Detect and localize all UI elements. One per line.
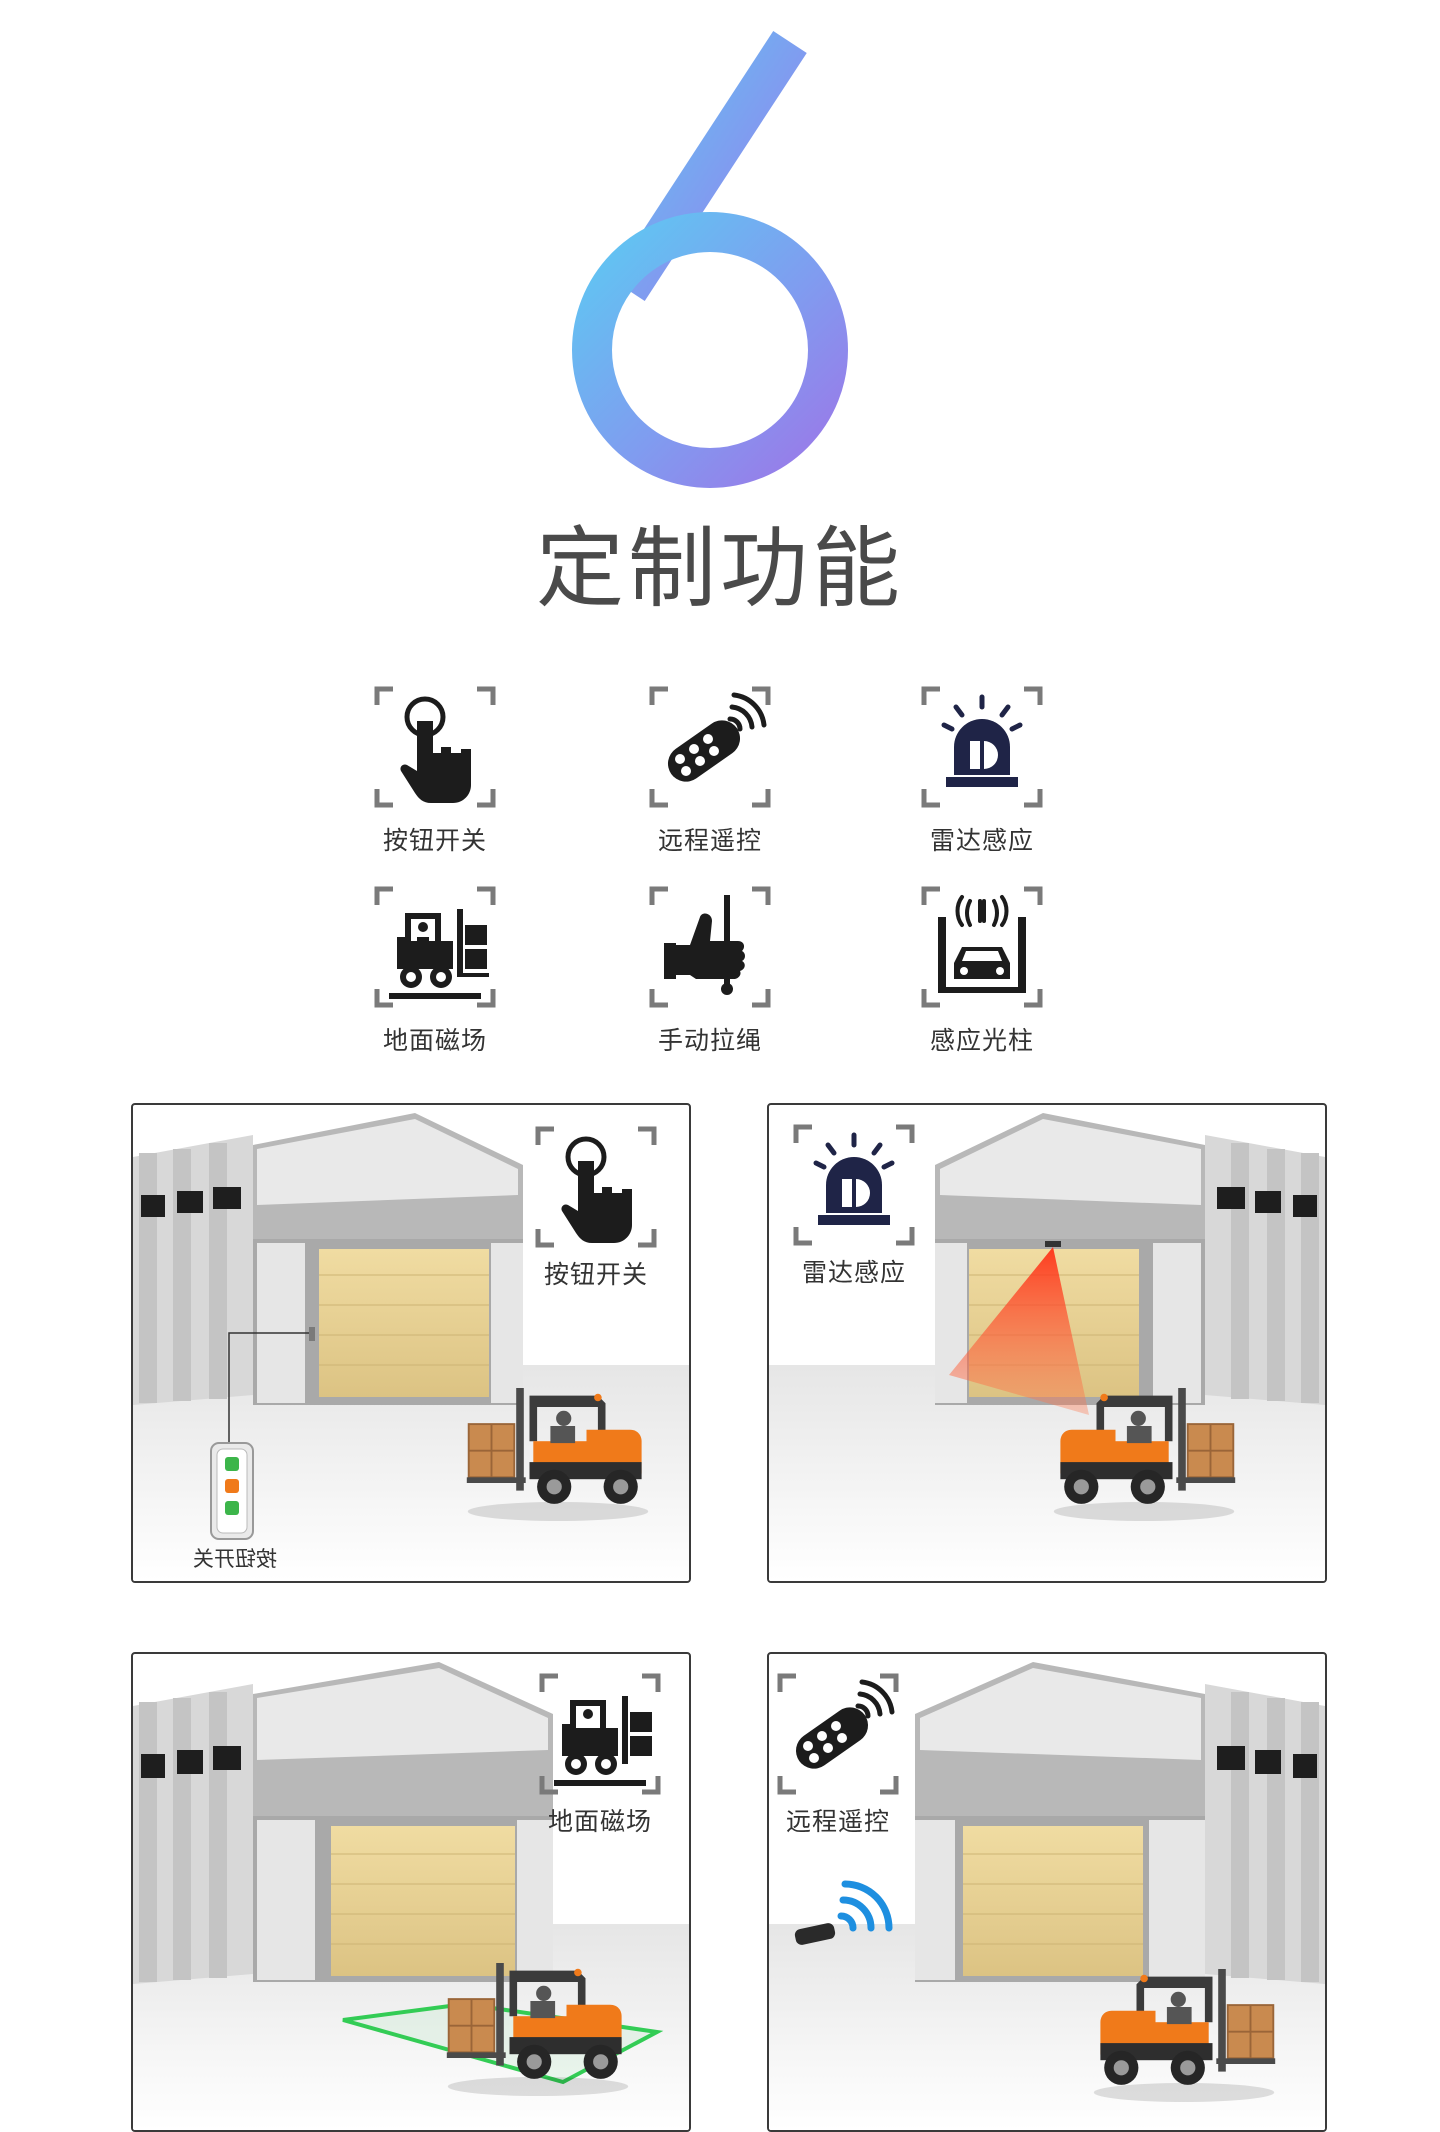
feature-floor-magnetic: 地面磁场 [335,885,535,1057]
feature-label: 地面磁场 [382,1026,487,1055]
light-curtain-car-icon [920,885,1044,1009]
feature-badge: 远程遥控 [773,1672,903,1838]
section-title: 定制功能 [535,517,904,620]
remote-control-icon [648,685,772,809]
warehouse-scene-illustration [769,1113,1325,1581]
hero-number-six: 6 [540,20,880,500]
remote-control-icon [777,1673,899,1795]
feature-label: 雷达感应 [929,826,1034,855]
feature-badge: 雷达感应 [789,1123,919,1289]
scene-panel-remote-control: 远程遥控 [767,1652,1327,2132]
scene-panel-radar: 雷达感应 [767,1103,1327,1583]
feature-remote-control: 远程遥控 [610,685,810,857]
feature-label: 感应光柱 [929,1026,1034,1055]
radar-siren-icon [793,1124,915,1246]
feature-manual-rope: 手动拉绳 [610,885,810,1057]
feature-radar: 雷达感应 [882,685,1082,857]
hand-pull-rope-icon [648,885,772,1009]
feature-badge: 地面磁场 [535,1672,665,1838]
feature-label: 手动拉绳 [657,1026,762,1055]
touch-finger-icon [535,1126,657,1248]
badge-label: 远程遥控 [785,1807,890,1836]
scene-panel-button-switch: 按钮开关 按钮开关 [131,1103,691,1583]
feature-light-curtain: 感应光柱 [882,885,1082,1057]
touch-finger-icon [373,685,497,809]
feature-button-switch: 按钮开关 [335,685,535,857]
feature-label: 按钮开关 [382,826,487,855]
warehouse-scene-illustration [769,1662,1325,2130]
badge-label: 地面磁场 [547,1807,652,1836]
warehouse-scene-illustration [133,1113,689,1581]
badge-label: 雷达感应 [801,1258,906,1287]
warehouse-scene-illustration [133,1662,689,2130]
switch-box-caption: 按钮开关 [193,1547,277,1571]
radar-siren-icon [920,685,1044,809]
feature-badge: 按钮开关 [531,1125,661,1291]
scene-panel-floor-magnetic: 地面磁场 [131,1652,691,2132]
forklift-icon [373,885,497,1009]
forklift-icon [539,1673,661,1795]
badge-label: 按钮开关 [543,1260,648,1289]
feature-label: 远程遥控 [657,826,762,855]
